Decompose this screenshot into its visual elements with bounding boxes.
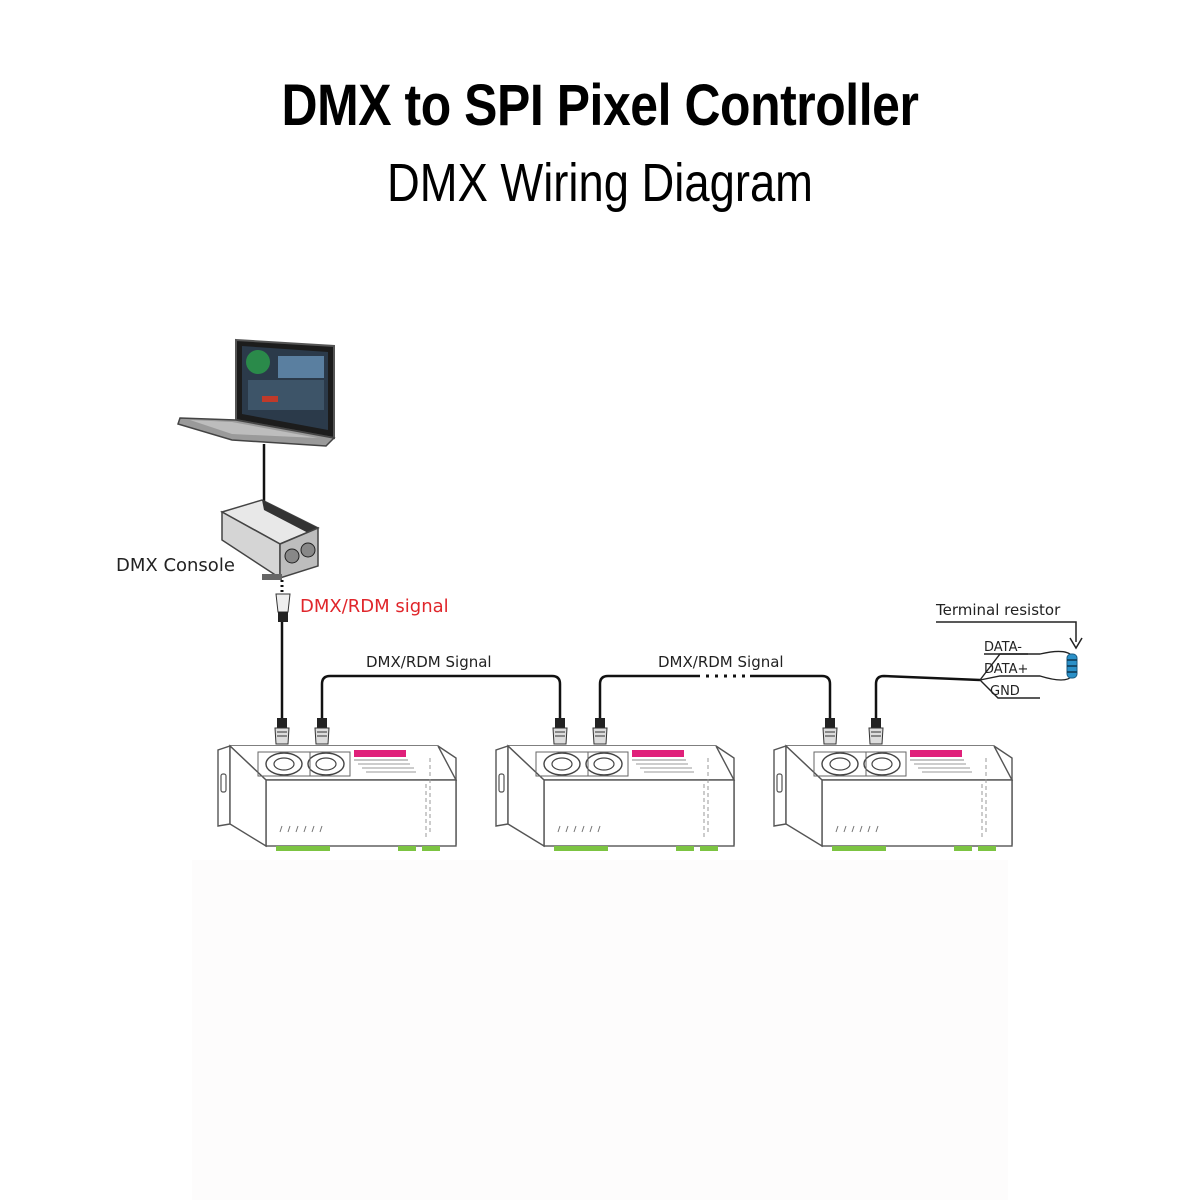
background-panel [192, 860, 1008, 1200]
xlr-plug-icon [822, 717, 838, 745]
controller-unit-3 [773, 745, 1013, 852]
xlr-plug-icon [592, 717, 608, 745]
data-minus-label: DATA- [984, 640, 1022, 655]
signal-label-2: DMX/RDM Signal [658, 653, 784, 671]
console-label: DMX Console [116, 555, 235, 576]
arrow-down-icon [1069, 637, 1083, 650]
terminal-resistor-label: Terminal resistor [935, 601, 1061, 619]
controller-unit-2 [495, 745, 735, 852]
console-plug-icon [275, 593, 291, 622]
console-signal-label: DMX/RDM signal [300, 596, 449, 617]
xlr-plug-icon [552, 717, 568, 745]
signal-label-1: DMX/RDM Signal [366, 653, 492, 671]
laptop-icon [177, 338, 336, 447]
terminal-resistor-pointer [936, 621, 1077, 642]
xlr-plug-icon [868, 717, 884, 745]
gnd-label: GND [990, 684, 1020, 699]
xlr-plug-icon [274, 717, 290, 745]
resistor-icon [1066, 653, 1078, 679]
xlr-plug-icon [314, 717, 330, 745]
page-title: DMX to SPI Pixel Controller [281, 73, 919, 138]
dmx-cables [280, 622, 981, 722]
dmx-console-icon [220, 499, 320, 580]
data-plus-label: DATA+ [984, 662, 1028, 677]
page-subtitle: DMX Wiring Diagram [387, 153, 813, 213]
controller-unit-1 [217, 745, 457, 852]
